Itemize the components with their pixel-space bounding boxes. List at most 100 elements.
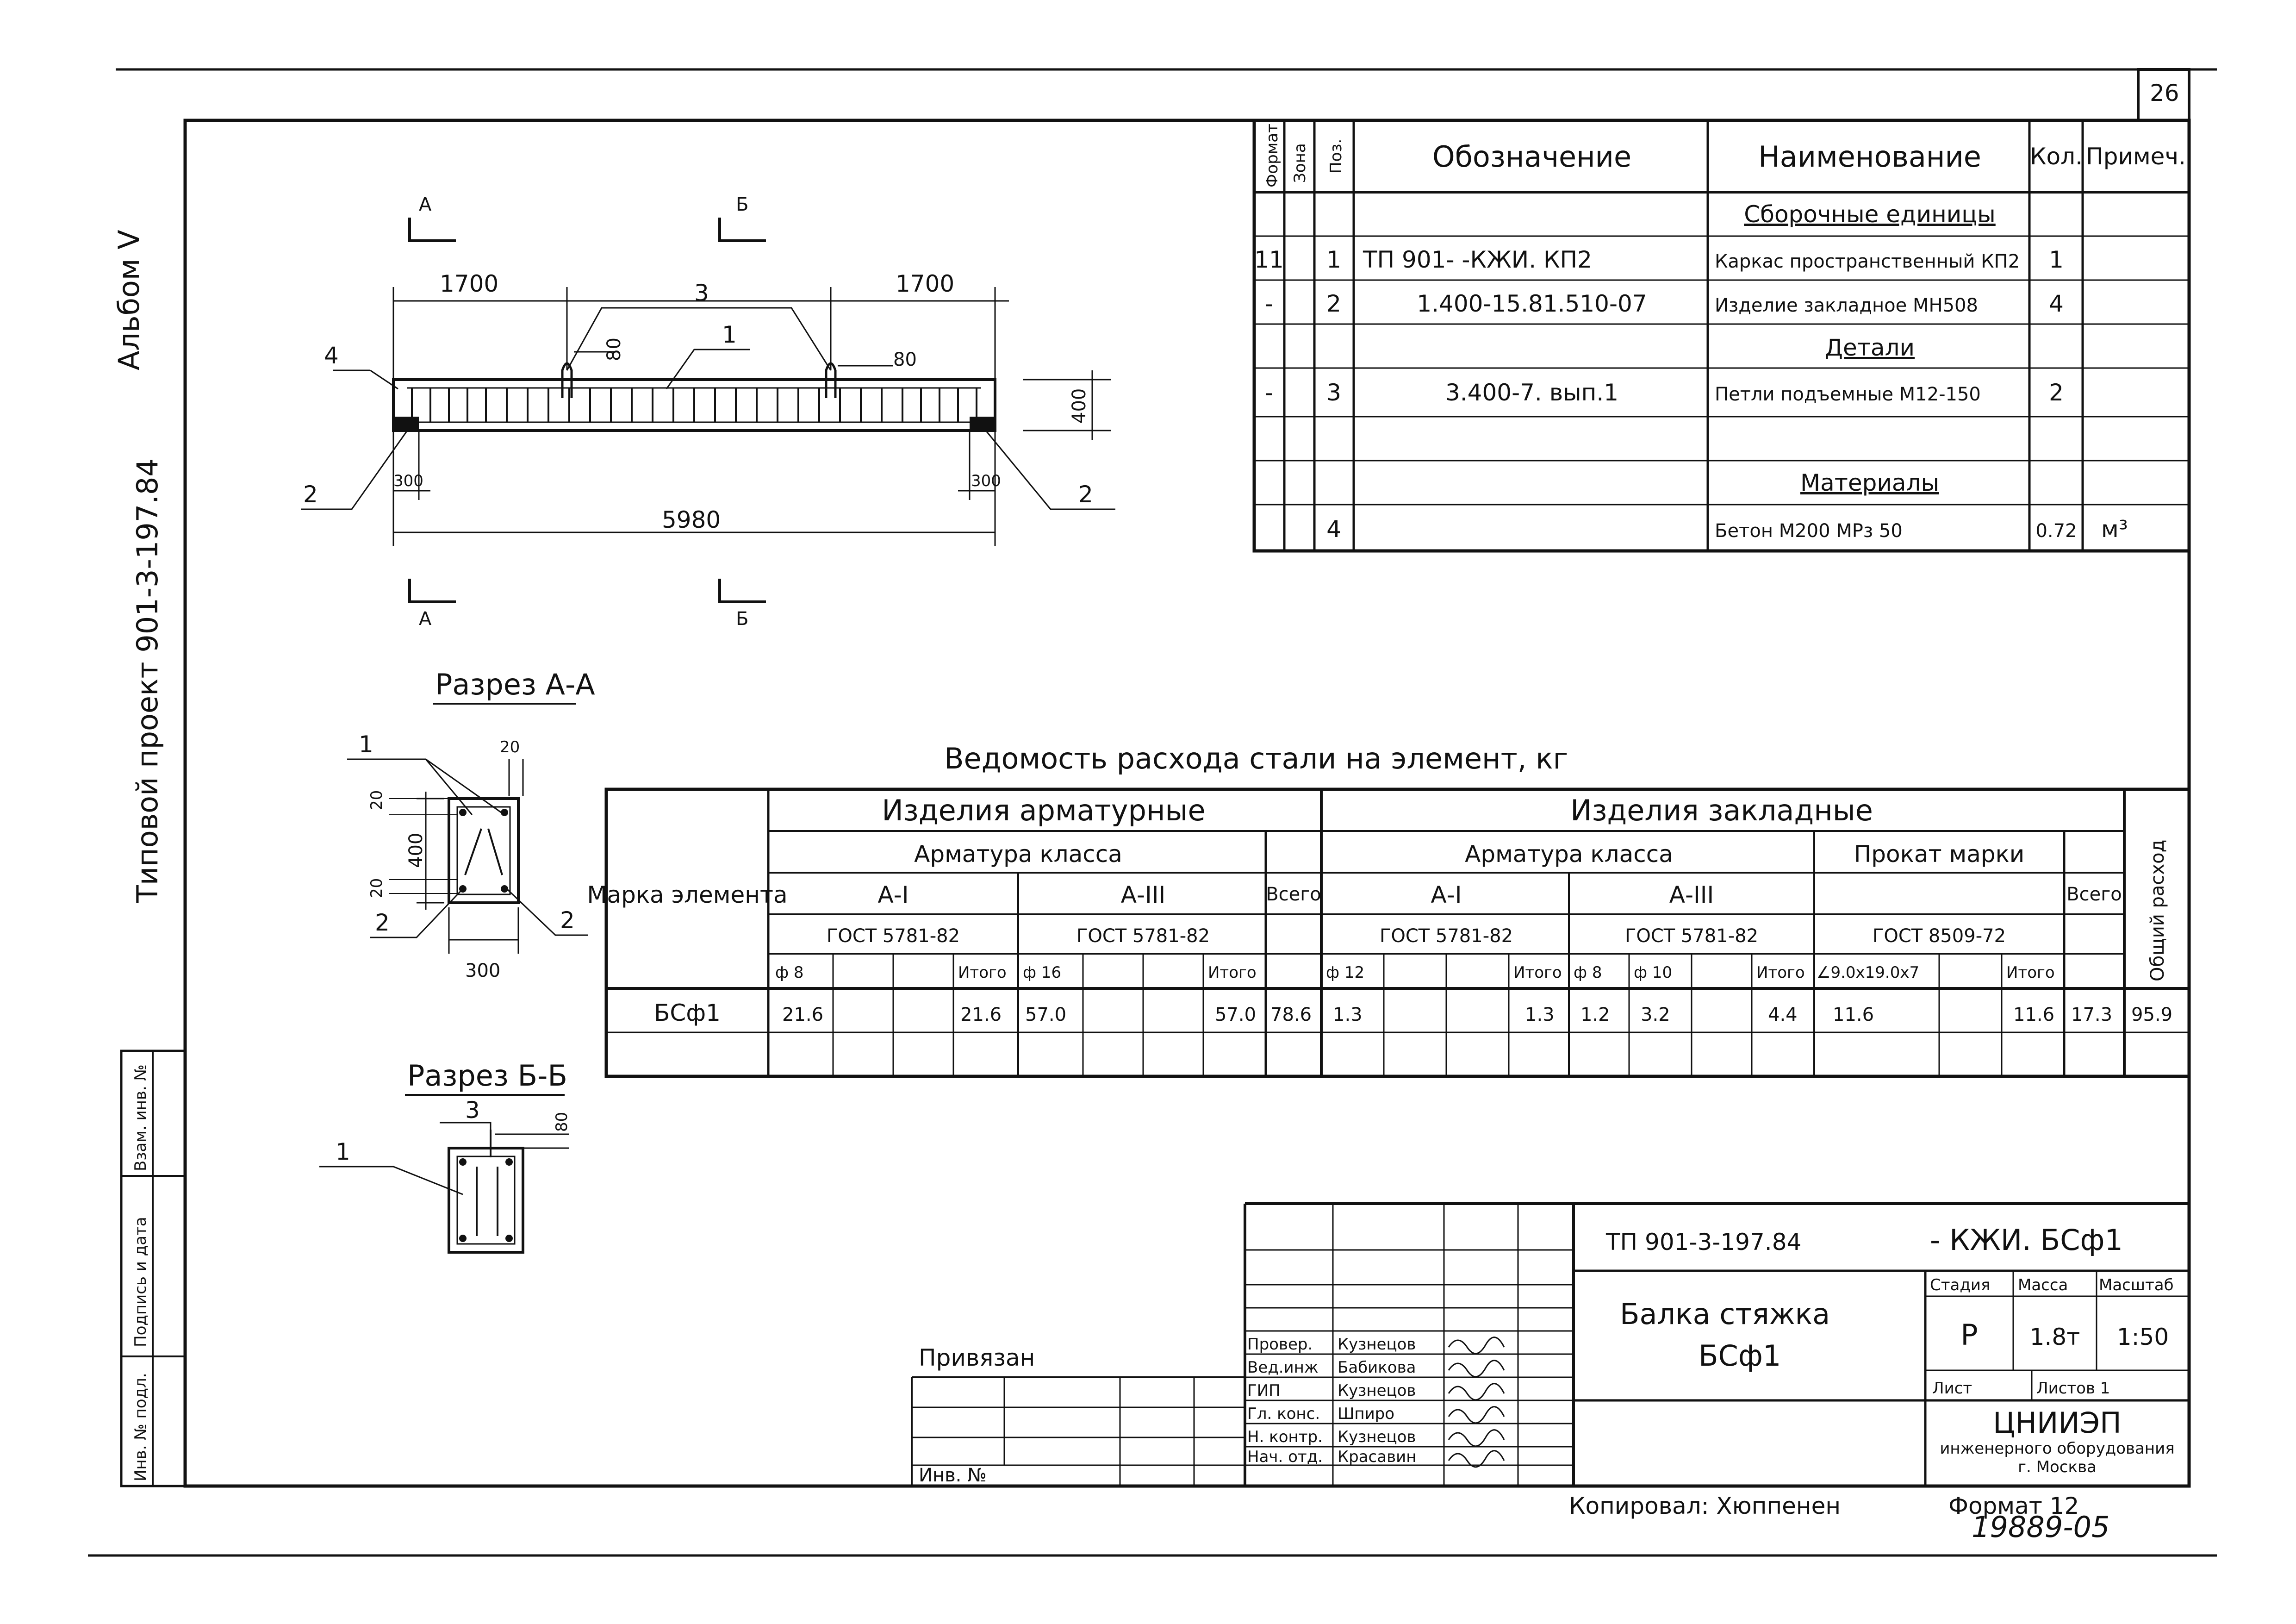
- section-aa-dim-top: 20: [500, 738, 520, 756]
- tb-inv: Инв. №: [919, 1465, 987, 1486]
- spec-h-note: Примеч.: [2086, 143, 2186, 170]
- side-stamp: Инв. № подл. Подпись и дата Взам. инв. №: [120, 1049, 187, 1487]
- steel-sub-3: Итого: [958, 963, 1007, 982]
- section-mark-b-top: Б: [736, 194, 748, 215]
- section-bb-callout-3: 3: [465, 1097, 480, 1124]
- section-aa-cover-top: 20: [367, 790, 386, 810]
- spec-section-details: Детали: [1825, 334, 1915, 361]
- steel-cell-11: 1.3: [1525, 1004, 1555, 1025]
- steel-grand-total: 95.9: [2131, 1004, 2172, 1025]
- steel-h-arm-class-2: Арматура класса: [1465, 841, 1673, 868]
- format-label: Формат 12: [1948, 1493, 2079, 1519]
- spec-h-qty: Кол.: [2030, 143, 2083, 170]
- steel-h-arm-class: Арматура класса: [914, 841, 1122, 868]
- steel-cell-0: 21.6: [782, 1004, 823, 1025]
- steel-sub-0: ф 8: [775, 963, 804, 982]
- tb-sheet-h: Лист: [1932, 1379, 1972, 1398]
- callout-4: 4: [324, 342, 339, 369]
- tb-stage-h: Стадия: [1930, 1276, 1990, 1294]
- steel-row-mark: БСф1: [654, 999, 721, 1026]
- tb-signer-name-5: Красавин: [1338, 1448, 1416, 1466]
- section-bb-dim-loop: 80: [553, 1112, 571, 1132]
- steel-sub-7: Итого: [1208, 963, 1257, 982]
- steel-cell-16: 11.6: [1833, 1004, 1874, 1025]
- steel-h-a3: А-III: [1121, 881, 1165, 908]
- spec-r2-pos: 2: [1326, 290, 1341, 317]
- steel-h-grand: Общий расход: [2147, 840, 2168, 981]
- section-aa-callout-2-right: 2: [560, 907, 575, 934]
- steel-sub-16: ∠9.0х19.0х7: [1817, 963, 1919, 982]
- steel-cell-8: 1.3: [1333, 1004, 1363, 1025]
- spec-r7-note: м³: [2101, 516, 2128, 543]
- steel-h-gost4: ГОСТ 5781-82: [1625, 925, 1758, 947]
- tb-title-2: БСф1: [1699, 1339, 1781, 1373]
- spec-h-format: Формат: [1263, 124, 1282, 187]
- tb-code-suffix: - КЖИ. БСф1: [1930, 1223, 2123, 1257]
- steel-h-a1b: А-I: [1431, 881, 1462, 908]
- spec-section-assemblies: Сборочные единицы: [1744, 201, 1996, 228]
- tb-signer-name-3: Шпиро: [1338, 1405, 1394, 1423]
- section-aa: Разрез А-А 400 300 20 20 20 1 2 2: [347, 668, 595, 981]
- dim-height-400: 400: [1069, 388, 1090, 424]
- spec-r4-name: Петли подъемные М12-150: [1715, 384, 1981, 405]
- tb-signer-role-0: Провер.: [1247, 1335, 1313, 1354]
- spec-r4-format: -: [1265, 379, 1273, 406]
- callout-2-right: 2: [1078, 481, 1093, 508]
- section-bb-title: Разрез Б-Б: [407, 1059, 567, 1093]
- tb-signer-role-1: Вед.инж: [1247, 1358, 1319, 1377]
- tb-mass: 1.8т: [2030, 1324, 2080, 1350]
- steel-cell-15: 4.4: [1768, 1004, 1798, 1025]
- steel-sub-18: Итого: [2006, 963, 2055, 982]
- callout-3: 3: [694, 280, 709, 306]
- spec-r1-qty: 1: [2049, 246, 2064, 273]
- album-label: Альбом V: [112, 230, 146, 370]
- sheet-number: 26: [2150, 80, 2179, 106]
- tb-bound: Привязан: [919, 1344, 1035, 1371]
- tb-signer-role-4: Н. контр.: [1247, 1428, 1323, 1446]
- tb-signer-name-4: Кузнецов: [1338, 1428, 1416, 1446]
- spec-section-materials: Материалы: [1800, 469, 1939, 496]
- tb-signer-role-2: ГИП: [1247, 1381, 1281, 1400]
- spec-table: Формат Зона Поз. Обозначение Наименовани…: [1252, 119, 2191, 553]
- section-aa-callout-1: 1: [359, 731, 373, 758]
- dim-loop-left: 80: [604, 337, 625, 361]
- tb-signer-name-0: Кузнецов: [1338, 1335, 1416, 1354]
- title-block: Привязан Инв. № Провер. Кузнецов Вед.инж…: [911, 1202, 2189, 1486]
- spec-r7-name: Бетон М200 МРз 50: [1715, 520, 1903, 542]
- spec-r7-qty: 0.72: [2035, 520, 2077, 542]
- callout-2-left: 2: [303, 481, 318, 508]
- side-stamp-replace: Взам. инв. №: [131, 1064, 150, 1171]
- steel-h-gost5: ГОСТ 8509-72: [1873, 925, 2006, 947]
- tb-org-3: г. Москва: [2018, 1458, 2097, 1476]
- tb-org: ЦНИИЭП: [1993, 1406, 2121, 1440]
- steel-sub-4: ф 16: [1023, 963, 1061, 982]
- embedded-plate-right: [970, 417, 995, 431]
- dim-end-right-300: 300: [971, 472, 1001, 490]
- spec-r2-qty: 4: [2049, 290, 2064, 317]
- tb-org-2: инженерного оборудования: [1940, 1439, 2174, 1458]
- project-label: Типовой проект 901-3-197.84: [131, 458, 164, 903]
- tb-scale-h: Масштаб: [2099, 1276, 2174, 1294]
- steel-cell-7: 57.0: [1215, 1004, 1256, 1025]
- steel-table: Ведомость расхода стали на элемент, кг: [587, 742, 2191, 1078]
- signatures: [1448, 1337, 1505, 1468]
- spec-r2-designation: 1.400-15.81.510-07: [1417, 290, 1647, 317]
- steel-sub-11: Итого: [1513, 963, 1562, 982]
- beam-elevation: А Б А Б 1700 1700 80 80 3 1 4 400: [301, 194, 1115, 630]
- steel-total-emb: 17.3: [2071, 1004, 2112, 1025]
- steel-h-a1: А-I: [878, 881, 909, 908]
- steel-h-total-arm: Всего: [1266, 884, 1321, 905]
- steel-total-arm: 78.6: [1270, 1004, 1312, 1025]
- steel-h-gost2: ГОСТ 5781-82: [1076, 925, 1210, 947]
- steel-h-gost1: ГОСТ 5781-82: [827, 925, 960, 947]
- steel-h-total-emb: Всего: [2066, 884, 2122, 905]
- steel-sub-8: ф 12: [1326, 963, 1364, 982]
- steel-h-emb-products: Изделия закладные: [1570, 793, 1873, 827]
- tb-code: ТП 901-3-197.84: [1605, 1229, 1801, 1255]
- dim-left-1700: 1700: [440, 270, 498, 297]
- beam-outline: [392, 378, 996, 432]
- tb-sheets-h: Листов 1: [2036, 1379, 2110, 1398]
- section-aa-dim-height: 400: [405, 833, 427, 868]
- spec-r4-pos: 3: [1326, 379, 1341, 406]
